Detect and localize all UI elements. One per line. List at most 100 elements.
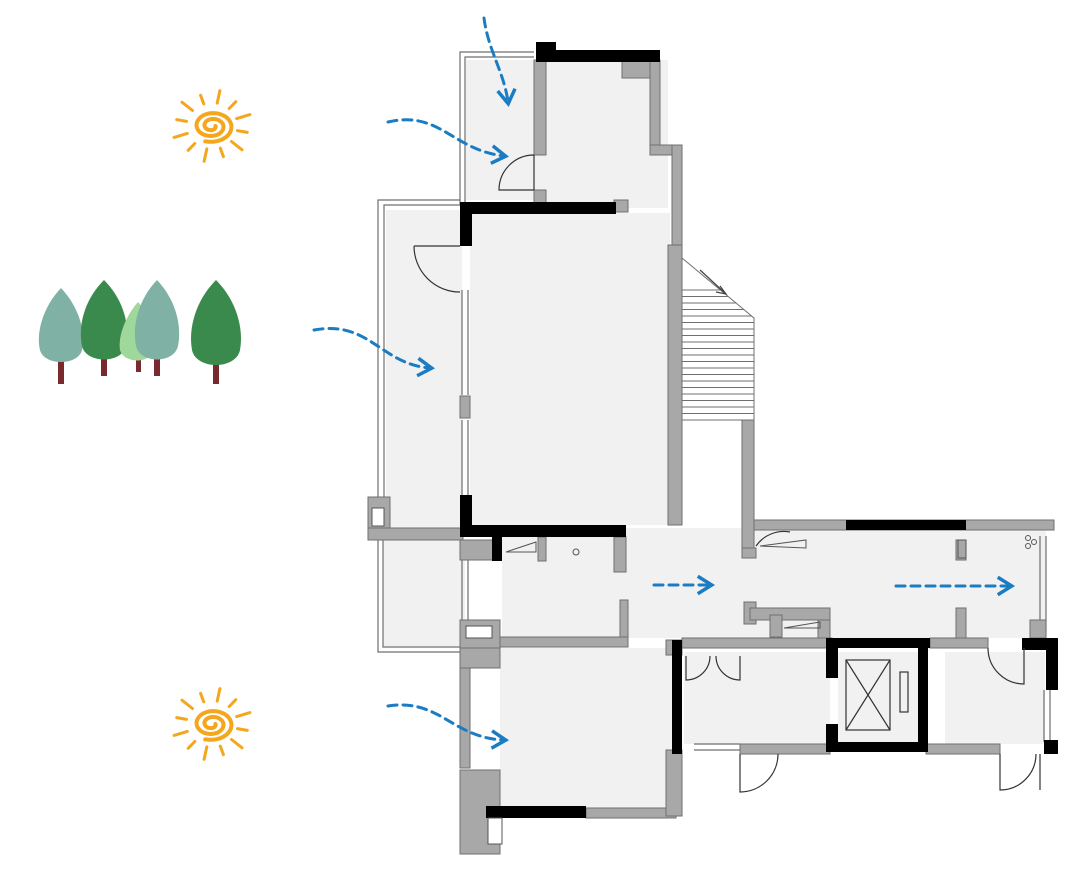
door-swing	[685, 655, 741, 681]
sink	[505, 541, 537, 553]
sun-ray	[218, 146, 225, 159]
floor-east-small-room	[945, 652, 1045, 744]
fixtures	[371, 507, 1037, 845]
sun-icon	[172, 89, 252, 163]
stair-outline	[681, 256, 755, 421]
sun-ray	[236, 727, 249, 732]
sun-ray	[235, 113, 252, 121]
wall	[681, 637, 833, 649]
wall	[459, 395, 471, 419]
sun-ray	[180, 698, 194, 710]
sun-ray	[202, 147, 209, 163]
railing-top	[459, 51, 534, 205]
wall	[1029, 619, 1047, 639]
airflow-arrows	[312, 16, 1016, 750]
tree-icon	[134, 280, 180, 376]
window-vent	[371, 507, 385, 527]
sun-ray	[215, 89, 222, 105]
wall	[826, 638, 838, 678]
wall	[1046, 638, 1058, 690]
sun-ray	[218, 744, 225, 757]
airflow-arrow	[482, 16, 517, 108]
railing-west	[377, 199, 460, 500]
wall	[929, 637, 989, 649]
door-swing	[413, 245, 461, 293]
door-swing	[755, 530, 791, 547]
sun-ray	[186, 740, 197, 750]
stair-direction-arrow	[699, 269, 728, 295]
window-vent	[487, 817, 503, 845]
tree-group	[38, 280, 241, 384]
wall	[533, 189, 547, 205]
railing-top-inner	[464, 56, 534, 205]
sun-ray	[180, 100, 194, 112]
wall	[460, 202, 616, 214]
door-swing	[498, 154, 535, 191]
sun-ray	[172, 729, 189, 737]
floor-areas	[383, 60, 1046, 808]
tree-icon	[80, 280, 128, 376]
wall	[925, 743, 1001, 755]
wall	[739, 743, 831, 755]
wall	[585, 807, 677, 819]
sun-ray	[236, 129, 249, 134]
window-southeast	[1043, 690, 1051, 742]
shelf	[957, 539, 967, 559]
floor-top-room	[540, 60, 668, 208]
wall	[846, 520, 966, 530]
wall	[749, 607, 831, 621]
wall	[460, 202, 472, 246]
wall	[537, 536, 547, 562]
window-east	[1039, 536, 1047, 632]
wall	[955, 607, 967, 639]
elevator-car	[845, 659, 891, 731]
wall	[460, 525, 626, 537]
outlet	[1025, 535, 1031, 541]
sun-ray	[230, 738, 244, 750]
wall	[613, 199, 629, 213]
window-south	[694, 743, 740, 751]
airflow-arrow	[312, 327, 436, 378]
wall	[613, 536, 627, 573]
floor-living-room	[470, 213, 670, 525]
wall	[826, 638, 930, 648]
window-west-living	[461, 290, 469, 495]
floor-lobby	[684, 652, 830, 744]
wall	[649, 59, 661, 156]
door-swing	[987, 647, 1025, 685]
sun-ray	[199, 93, 206, 106]
staircase	[681, 256, 755, 421]
counter	[783, 621, 821, 629]
wall	[367, 527, 464, 541]
railing-lower	[377, 540, 460, 653]
wall	[492, 537, 502, 561]
railing-west-inner	[383, 204, 460, 500]
outlet	[1025, 543, 1031, 549]
door-swing	[739, 753, 779, 793]
sun-ray	[186, 142, 197, 152]
sun-ray	[235, 711, 252, 719]
tree-icon	[38, 288, 84, 384]
railing-lower-inner	[382, 540, 460, 648]
wall	[918, 638, 928, 752]
wall	[665, 749, 683, 817]
wall	[486, 806, 586, 818]
elevator-counterweight	[899, 671, 909, 713]
wall	[769, 614, 783, 638]
floor-lower-balcony	[383, 540, 465, 646]
wall	[499, 636, 629, 648]
sun-ray	[172, 131, 189, 139]
wall	[826, 742, 928, 752]
sun-ray	[175, 118, 188, 123]
wall	[619, 599, 629, 641]
wall	[546, 50, 660, 62]
outlet	[1031, 539, 1037, 545]
sun-ray	[227, 698, 238, 708]
sun-spiral	[194, 709, 234, 742]
floor-elevator	[838, 652, 920, 742]
airflow-arrow	[386, 118, 510, 165]
walls-black	[460, 42, 1058, 818]
wall	[1044, 740, 1058, 754]
counter	[759, 539, 807, 549]
